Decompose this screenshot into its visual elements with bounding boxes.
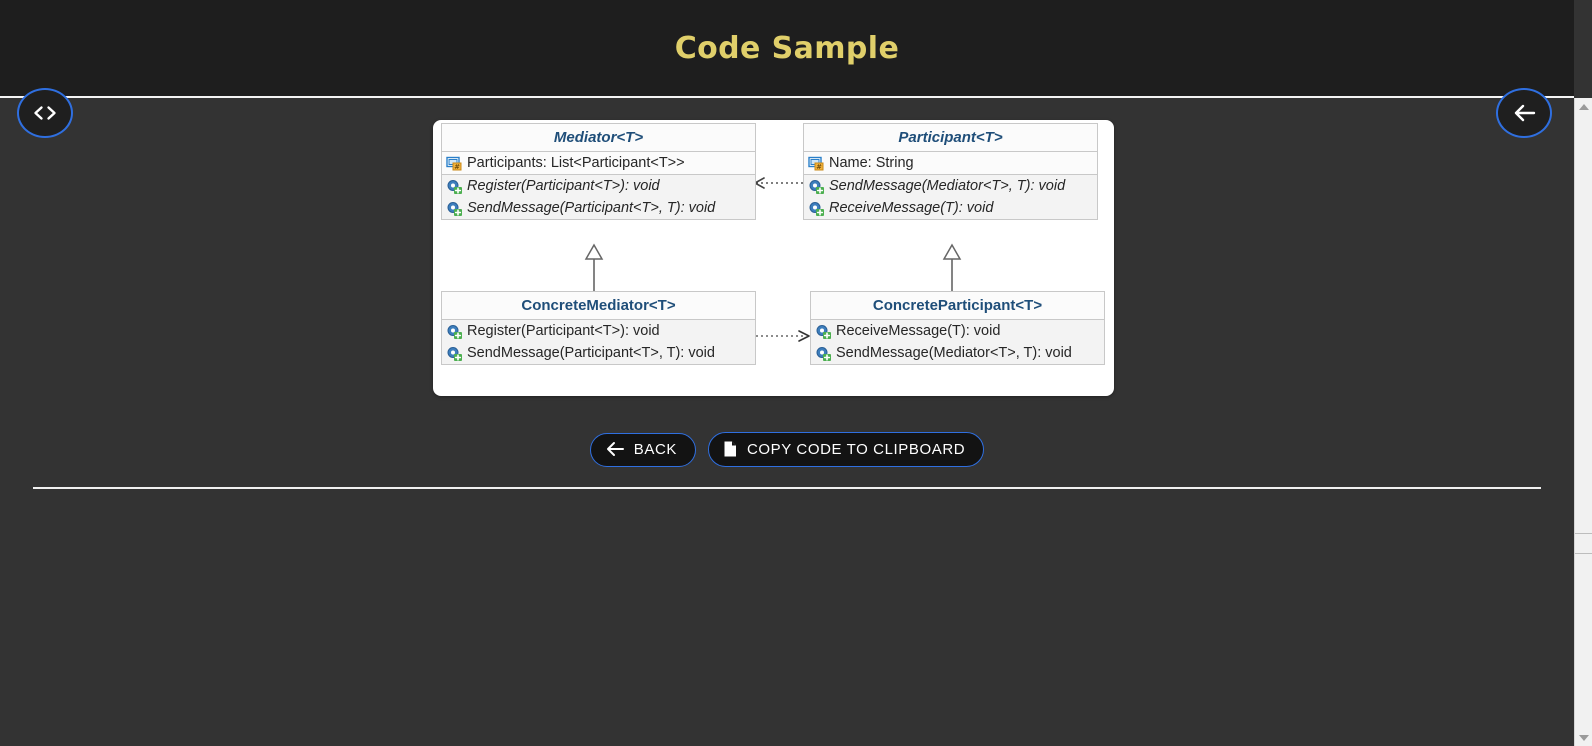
uml-methods-section: SendMessage(Mediator<T>, T): void Receiv…	[804, 175, 1097, 219]
uml-method-row: Register(Participant<T>): void	[442, 320, 755, 342]
method-icon	[809, 201, 824, 216]
uml-field-row: # Name: String	[804, 152, 1097, 174]
scroll-down-button[interactable]	[1575, 729, 1592, 746]
uml-methods-section: ReceiveMessage(T): void SendMessage(Medi…	[811, 320, 1104, 364]
uml-class-name: ConcreteParticipant<T>	[811, 292, 1104, 320]
scroll-up-arrow-icon	[1578, 103, 1589, 110]
uml-class-mediator[interactable]: Mediator<T> # Participants: List<Partici…	[441, 123, 756, 220]
uml-method-text: ReceiveMessage(T): void	[829, 200, 994, 216]
uml-field-text: Participants: List<Participant<T>>	[467, 155, 685, 171]
uml-class-name: Mediator<T>	[442, 124, 755, 152]
method-icon	[816, 324, 831, 339]
copy-code-button-label: COPY CODE TO CLIPBOARD	[746, 440, 966, 458]
uml-methods-section: Register(Participant<T>): void SendMessa…	[442, 175, 755, 219]
code-brackets-icon	[34, 106, 56, 120]
copy-code-button[interactable]: COPY CODE TO CLIPBOARD	[707, 432, 985, 467]
uml-field-row: # Participants: List<Participant<T>>	[442, 152, 755, 174]
scroll-up-button[interactable]	[1575, 98, 1592, 115]
uml-method-row: ReceiveMessage(T): void	[804, 197, 1097, 219]
diagram-card: Mediator<T> # Participants: List<Partici…	[433, 120, 1114, 396]
uml-method-text: Register(Participant<T>): void	[467, 323, 660, 339]
uml-method-text: SendMessage(Mediator<T>, T): void	[829, 178, 1066, 194]
arrow-left-icon	[606, 442, 624, 456]
uml-method-text: SendMessage(Mediator<T>, T): void	[836, 345, 1072, 361]
back-button[interactable]: BACK	[589, 432, 696, 467]
uml-class-name: ConcreteMediator<T>	[442, 292, 755, 320]
scroll-down-arrow-icon	[1578, 734, 1589, 741]
uml-class-participant[interactable]: Participant<T> # Name: String	[803, 123, 1098, 220]
method-icon	[809, 179, 824, 194]
scrollbar-tick	[1575, 533, 1592, 534]
method-icon	[447, 201, 462, 216]
property-icon: #	[808, 156, 824, 171]
uml-method-text: SendMessage(Participant<T>, T): void	[467, 200, 716, 216]
uml-fields-section: # Name: String	[804, 152, 1097, 175]
svg-text:#: #	[454, 163, 460, 171]
arrow-left-icon	[1514, 104, 1536, 122]
header-right-filler	[1556, 0, 1574, 98]
vertical-scrollbar[interactable]	[1574, 98, 1592, 746]
uml-class-concrete-participant[interactable]: ConcreteParticipant<T> ReceiveMessage(T)…	[810, 291, 1105, 365]
uml-method-row: ReceiveMessage(T): void	[811, 320, 1104, 342]
method-icon	[816, 346, 831, 361]
uml-methods-section: Register(Participant<T>): void SendMessa…	[442, 320, 755, 364]
uml-method-row: SendMessage(Participant<T>, T): void	[442, 342, 755, 364]
back-round-button[interactable]	[1496, 88, 1552, 138]
uml-method-row: Register(Participant<T>): void	[442, 175, 755, 197]
uml-class-name: Participant<T>	[804, 124, 1097, 152]
svg-text:#: #	[816, 163, 822, 171]
uml-class-concrete-mediator[interactable]: ConcreteMediator<T> Register(Participant…	[441, 291, 756, 365]
method-icon	[447, 179, 462, 194]
back-button-label: BACK	[633, 440, 677, 458]
uml-fields-section: # Participants: List<Participant<T>>	[442, 152, 755, 175]
uml-method-row: SendMessage(Mediator<T>, T): void	[804, 175, 1097, 197]
method-icon	[447, 324, 462, 339]
property-icon: #	[446, 156, 462, 171]
uml-class-diagram: Mediator<T> # Participants: List<Partici…	[433, 120, 1114, 396]
action-bar: BACK COPY CODE TO CLIPBOARD	[0, 432, 1574, 467]
uml-method-text: Register(Participant<T>): void	[467, 178, 660, 194]
page-title: Code Sample	[674, 30, 900, 66]
app-header: Code Sample	[0, 0, 1574, 98]
document-copy-icon	[724, 441, 736, 457]
view-code-button[interactable]	[17, 88, 73, 138]
method-icon	[447, 346, 462, 361]
uml-method-row: SendMessage(Mediator<T>, T): void	[811, 342, 1104, 364]
section-divider	[33, 487, 1541, 489]
scrollbar-tick	[1575, 553, 1592, 554]
uml-field-text: Name: String	[829, 155, 914, 171]
uml-method-row: SendMessage(Participant<T>, T): void	[442, 197, 755, 219]
uml-method-text: ReceiveMessage(T): void	[836, 323, 1001, 339]
uml-method-text: SendMessage(Participant<T>, T): void	[467, 345, 715, 361]
